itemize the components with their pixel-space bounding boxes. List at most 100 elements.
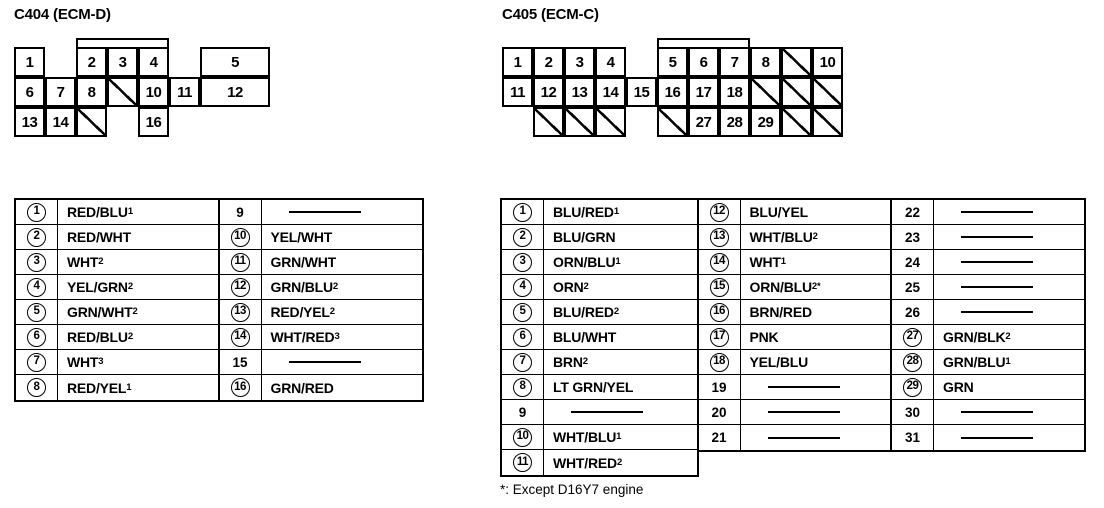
table-row: 2 RED/WHT [16,225,218,250]
pin-number: 31 [904,430,921,445]
footnote-text: *: Except D16Y7 engine [500,482,644,497]
connector-pin-18: 18 [719,77,750,107]
pin-number: 22 [904,204,921,220]
empty-wire-dash [767,411,840,413]
circled-pin-number: 7 [27,352,46,372]
pin-number-cell: 12 [220,275,262,299]
connector-pin-1: 1 [502,47,533,77]
circled-pin-number: 11 [513,453,532,472]
circled-pin-number: 12 [230,277,250,297]
circled-pin-number: 6 [513,327,532,347]
connector-pin-27: 27 [688,107,719,137]
pin-number-cell: 6 [16,325,58,349]
pin-number-cell: 22 [892,200,934,224]
pin-number-cell: 2 [16,225,58,249]
connector-pin-10: 10 [138,77,169,107]
pin-number-cell: 20 [699,400,741,424]
pin-number: 19 [711,379,727,395]
empty-wire-dash [961,211,1033,213]
connector-pin-4: 4 [595,47,626,77]
wire-color-cell: GRN [943,379,974,395]
pin-number-cell: 10 [502,425,544,449]
wire-color-cell [544,400,697,424]
wire-color-cell: YEL/WHT [270,229,333,245]
wire-color-cell [934,225,1084,249]
pin-number-cell: 29 [892,375,934,399]
pin-number-cell: 5 [16,300,58,324]
wire-color-cell: GRN/RED [270,379,334,396]
wire-color-cell: BLU/GRN [553,229,616,245]
connector-pin-5: 5 [200,47,270,77]
pin-number-cell: 7 [16,350,58,374]
pin-number-cell: 5 [502,300,544,324]
connector-pin-11: 11 [169,77,200,107]
circled-pin-number: 2 [27,227,46,247]
pin-number-cell: 15 [220,350,262,374]
table-row: 31 [892,425,1084,450]
circled-pin-number: 16 [230,378,250,397]
empty-wire-dash [288,361,361,363]
pin-number: 23 [904,229,921,245]
pin-number-cell: 23 [892,225,934,249]
wire-color-cell [934,300,1084,324]
circled-pin-number: 2 [513,227,532,247]
pin-number-cell: 16 [220,375,262,400]
pin-number-cell: 14 [699,250,741,274]
empty-wire-dash [767,386,840,388]
connector-pin-15: 15 [626,77,657,107]
empty-wire-dash [961,236,1033,238]
pin-number: 9 [518,404,527,420]
pin-number: 24 [904,254,921,270]
connector-pin-1: 1 [14,47,45,77]
circled-pin-number: 29 [903,377,922,397]
pin-number-cell: 13 [699,225,741,249]
wire-color-cell: BLU/YEL [749,204,809,220]
pin-number: 20 [711,404,727,420]
pin-number: 25 [904,279,921,295]
table-row: 29 GRN [892,375,1084,400]
pin-number: 26 [904,304,921,320]
empty-wire-dash [767,436,840,439]
circled-pin-number: 8 [513,377,532,397]
table-row: 2 BLU/GRN [502,225,697,250]
table-row: 25 [892,275,1084,300]
circled-pin-number: 3 [513,252,532,272]
connector-title-c404: C404 (ECM-D) [14,6,111,23]
connector-pin-14: 14 [45,107,76,137]
pin-number-cell: 8 [502,375,544,399]
wire-color-cell [262,350,422,374]
connector-pin-blank [595,107,626,137]
pin-number-cell: 3 [16,250,58,274]
table-row: 20 [698,400,891,425]
pin-number-cell: 1 [502,200,544,224]
empty-wire-dash [571,411,643,413]
wire-color-cell: RED/WHT [67,229,131,245]
pin-number-cell: 4 [502,275,544,299]
connector-pin-12: 12 [533,77,564,107]
connector-pin-blank [657,107,688,137]
table-row: 21 [699,425,891,450]
circled-pin-number: 5 [513,302,532,322]
circled-pin-number: 15 [709,277,729,297]
connector-pin-10: 10 [812,47,843,77]
table-row: 19 [698,375,891,400]
table-row: 9 [502,400,697,425]
pin-number-cell: 21 [699,425,741,450]
